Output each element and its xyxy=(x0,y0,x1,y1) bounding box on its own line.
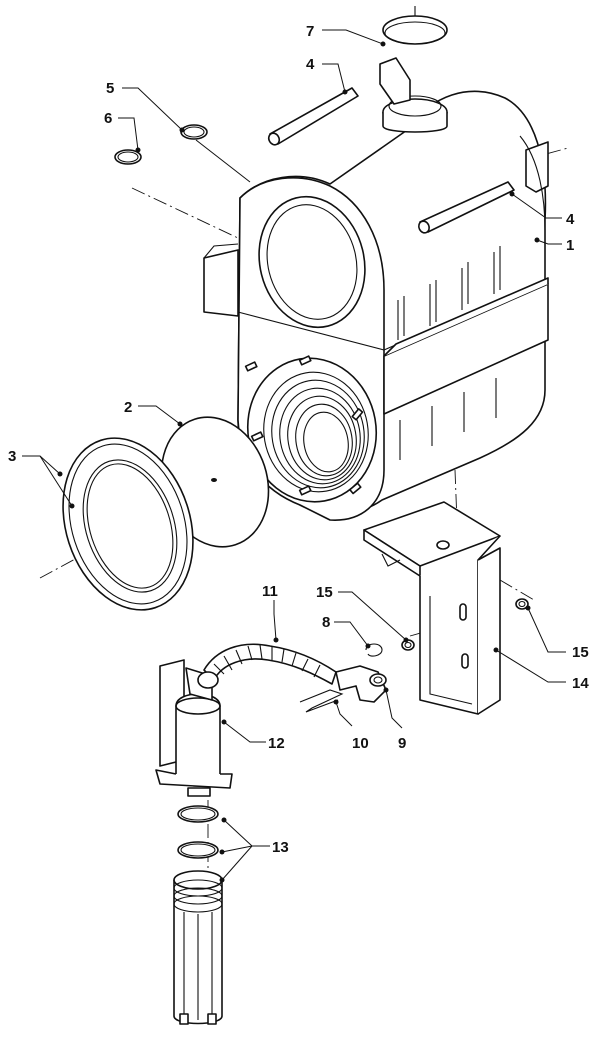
seal-ring-upper xyxy=(177,805,219,823)
o-ring-5 xyxy=(180,124,208,140)
callout-14: 14 xyxy=(572,675,589,692)
clamp-ring xyxy=(382,6,448,45)
callout-4-lower: 4 xyxy=(566,211,575,228)
support-bar-upper xyxy=(267,87,359,146)
callout-3: 3 xyxy=(8,448,16,465)
gasket-ring xyxy=(62,437,194,611)
nut-right xyxy=(515,598,529,610)
callout-8: 8 xyxy=(322,614,330,631)
callout-7: 7 xyxy=(306,23,314,40)
callout-15-right: 15 xyxy=(572,644,589,661)
corrugated-hose xyxy=(203,643,337,685)
wire-clamp xyxy=(299,689,344,713)
air-filter-housing xyxy=(203,57,549,521)
callout-13: 13 xyxy=(272,839,289,856)
filter-element xyxy=(173,870,223,1025)
callout-10: 10 xyxy=(352,735,369,752)
callout-1: 1 xyxy=(566,237,574,254)
seal-ring-lower xyxy=(177,841,219,859)
o-ring-6 xyxy=(114,149,142,165)
callout-11: 11 xyxy=(262,583,278,600)
support-bar-lower xyxy=(418,181,515,234)
callout-9: 9 xyxy=(398,735,406,752)
callout-12: 12 xyxy=(268,735,285,752)
dust-cup-assembly xyxy=(155,659,233,797)
callout-4-upper: 4 xyxy=(306,56,315,73)
callout-2: 2 xyxy=(124,399,132,416)
callout-labels: 7 4 5 6 4 1 2 3 11 15 8 15 14 10 9 12 13 xyxy=(8,23,589,856)
leader-lines xyxy=(22,29,566,883)
callout-6: 6 xyxy=(104,110,112,127)
callout-15-left: 15 xyxy=(316,584,333,601)
mounting-bracket xyxy=(363,501,501,715)
elbow-fitting xyxy=(335,665,387,703)
callout-5: 5 xyxy=(106,80,114,97)
